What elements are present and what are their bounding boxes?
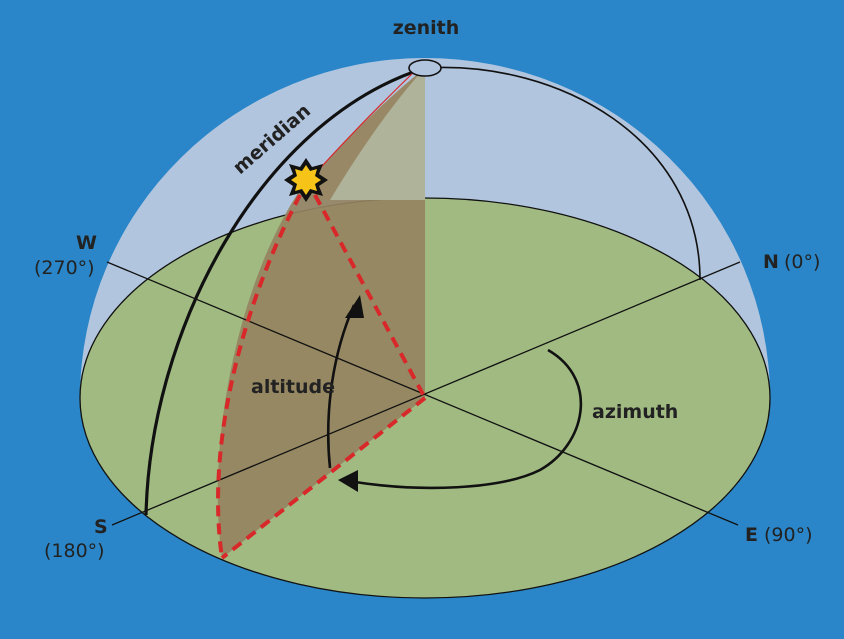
meridian-arc: [144, 66, 426, 516]
azimuth-arrow: [354, 348, 583, 490]
south-label: S: [94, 516, 108, 538]
north-label: N: [763, 251, 779, 273]
east-degrees: (90°): [764, 524, 813, 546]
azimuth-arrowhead: [338, 470, 358, 492]
west-label: W: [76, 232, 97, 254]
zenith-label: zenith: [393, 17, 460, 39]
altitude-label: altitude: [251, 376, 335, 398]
meridian-arc-north: [424, 66, 701, 281]
west-degrees: (270°): [34, 257, 95, 279]
north-degrees: (0°): [784, 251, 820, 273]
star-icon: [284, 158, 328, 202]
zenith-marker: [408, 59, 442, 77]
altitude-arrowhead: [345, 295, 364, 318]
azimuth-label: azimuth: [592, 401, 678, 423]
sky-dome: [80, 58, 770, 398]
south-north-line: [111, 261, 741, 526]
vertical-circle-dashed: [216, 194, 302, 559]
star-center-dashed: [313, 194, 427, 399]
altitude-arrow: [326, 304, 356, 469]
south-degrees: (180°): [44, 540, 105, 562]
center-horizon-dashed: [220, 396, 427, 560]
east-label: E: [745, 524, 758, 546]
wedge-sky-part: [330, 68, 425, 200]
